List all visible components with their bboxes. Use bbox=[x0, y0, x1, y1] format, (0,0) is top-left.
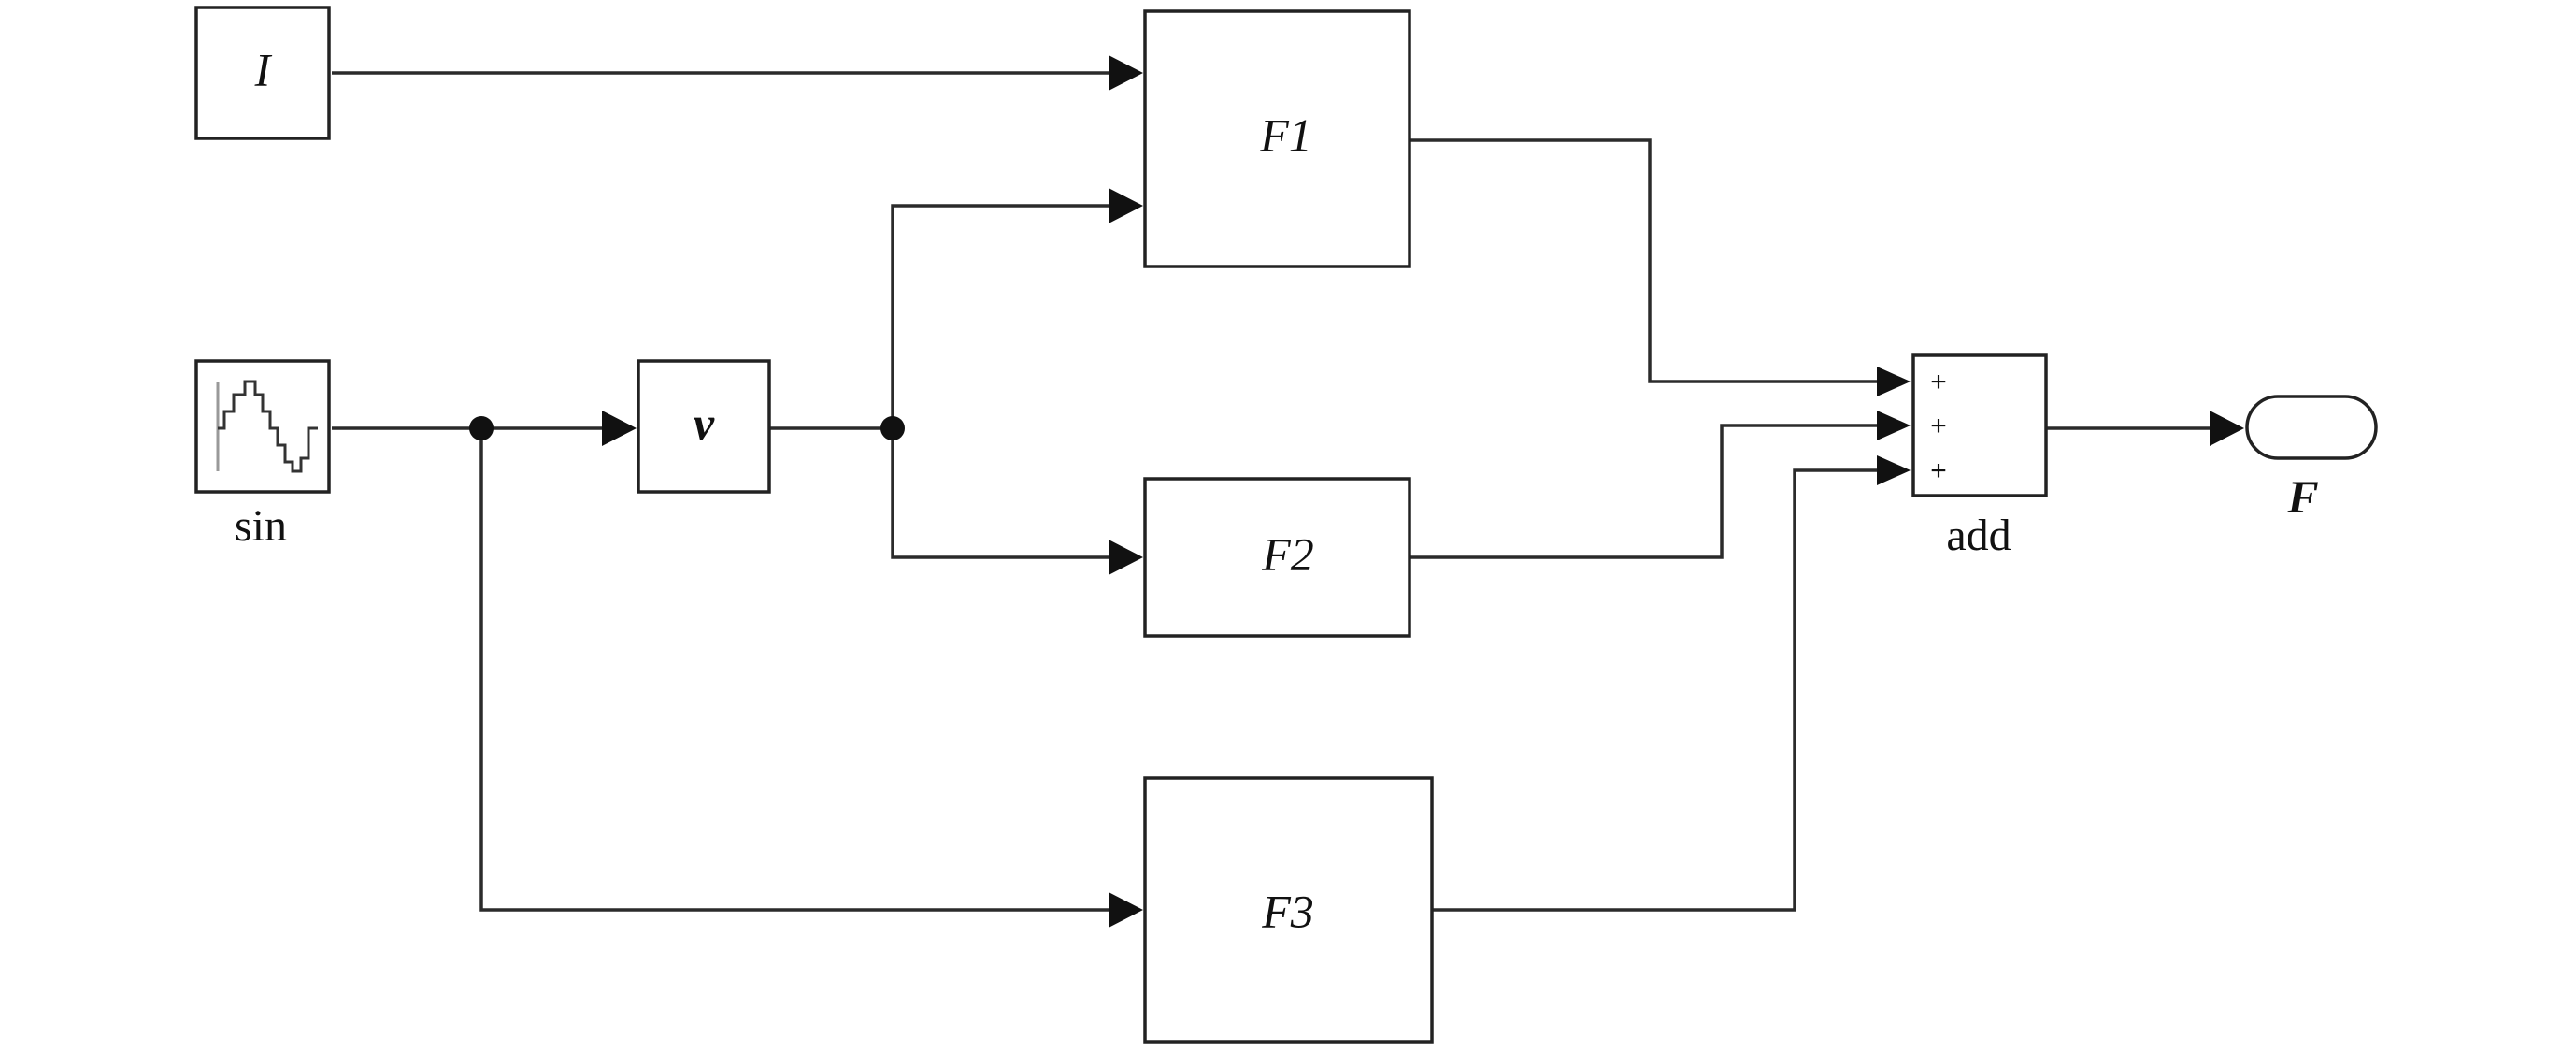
sine-source-block[interactable]: sin bbox=[194, 359, 331, 551]
function-block-f3-frame bbox=[1143, 776, 1434, 1044]
velocity-block-v[interactable]: v bbox=[637, 359, 771, 494]
output-port-f[interactable]: F bbox=[2245, 395, 2378, 523]
function-block-f3-label: F3 bbox=[1261, 885, 1314, 937]
output-port-caption: F bbox=[2286, 470, 2318, 523]
function-block-f1[interactable]: F1 bbox=[1143, 9, 1411, 268]
arrowheads bbox=[602, 55, 2244, 928]
wire-v-to-f1 bbox=[891, 204, 1112, 428]
arrowhead-add-in2 bbox=[1877, 411, 1911, 440]
wire-v-to-f2 bbox=[891, 428, 1112, 559]
sum-block-add[interactable]: + + + add bbox=[1911, 353, 2048, 560]
arrowhead-v-in bbox=[602, 411, 637, 446]
arrowhead-f1-in1 bbox=[1109, 55, 1143, 91]
sum-input-sign-3: + bbox=[1930, 455, 1947, 486]
arrowhead-f1-in2 bbox=[1109, 188, 1143, 223]
arrowhead-add-in3 bbox=[1877, 455, 1911, 485]
function-block-f2[interactable]: F2 bbox=[1143, 477, 1411, 638]
arrowhead-f2-in bbox=[1109, 540, 1143, 575]
constant-block-label: I bbox=[254, 43, 273, 95]
constant-block-frame bbox=[194, 6, 331, 140]
function-block-f1-frame bbox=[1143, 9, 1411, 268]
wire-f3-to-add bbox=[1432, 468, 1879, 912]
wire-f1-to-add bbox=[1410, 138, 1879, 383]
sine-wave-icon bbox=[218, 380, 318, 473]
arrowhead-f3-in bbox=[1109, 892, 1143, 928]
function-block-f3[interactable]: F3 bbox=[1143, 776, 1434, 1044]
function-block-f2-frame bbox=[1143, 477, 1411, 638]
sum-block-frame bbox=[1911, 353, 2048, 497]
sine-source-caption: sin bbox=[235, 501, 287, 551]
branch-point-sin bbox=[469, 416, 494, 440]
signal-wires bbox=[332, 71, 2215, 912]
sum-block-caption: add bbox=[1946, 511, 2011, 560]
function-block-f2-label: F2 bbox=[1261, 527, 1314, 580]
wire-f2-to-add bbox=[1410, 424, 1879, 559]
sum-input-sign-2: + bbox=[1930, 411, 1947, 441]
wire-sin-to-f3 bbox=[479, 428, 1112, 912]
constant-block-i[interactable]: I bbox=[194, 6, 331, 140]
branch-point-v bbox=[880, 416, 905, 440]
function-block-f1-label: F1 bbox=[1259, 108, 1312, 161]
arrowhead-output-in bbox=[2210, 411, 2244, 446]
velocity-block-frame bbox=[637, 359, 771, 494]
sine-source-frame bbox=[194, 359, 331, 494]
output-port-frame bbox=[2245, 395, 2378, 460]
arrowhead-add-in1 bbox=[1877, 367, 1911, 396]
velocity-block-label: v bbox=[694, 396, 715, 449]
sum-input-sign-1: + bbox=[1930, 367, 1947, 397]
